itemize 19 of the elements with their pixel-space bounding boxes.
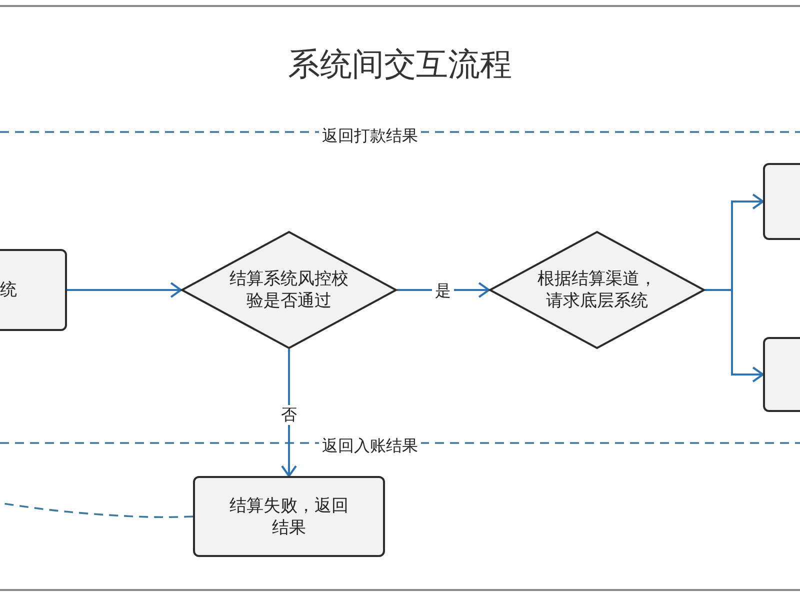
decision-diamond (181, 231, 397, 349)
line-label: 返回入账结果 (319, 436, 421, 456)
arrow (281, 349, 297, 477)
process-box (0, 249, 67, 331)
process-box (763, 337, 800, 412)
decision-text: 结算系统风控校验是否通过 (228, 268, 350, 312)
process-text: 结算失败，返回结果 (228, 494, 350, 538)
process-box (763, 163, 800, 240)
decision-text: 根据结算渠道，请求底层系统 (536, 268, 658, 312)
arrow (67, 282, 182, 298)
line-label: 返回打款结果 (319, 126, 421, 146)
arrow (705, 289, 764, 382)
diagram-title: 系统间交互流程 (288, 44, 512, 84)
process-text: 统 (0, 279, 17, 301)
arrow (397, 282, 490, 298)
decision-diamond (489, 231, 705, 349)
edge-label: 否 (278, 405, 300, 425)
process-box (193, 476, 385, 557)
edge-label: 是 (432, 281, 454, 301)
